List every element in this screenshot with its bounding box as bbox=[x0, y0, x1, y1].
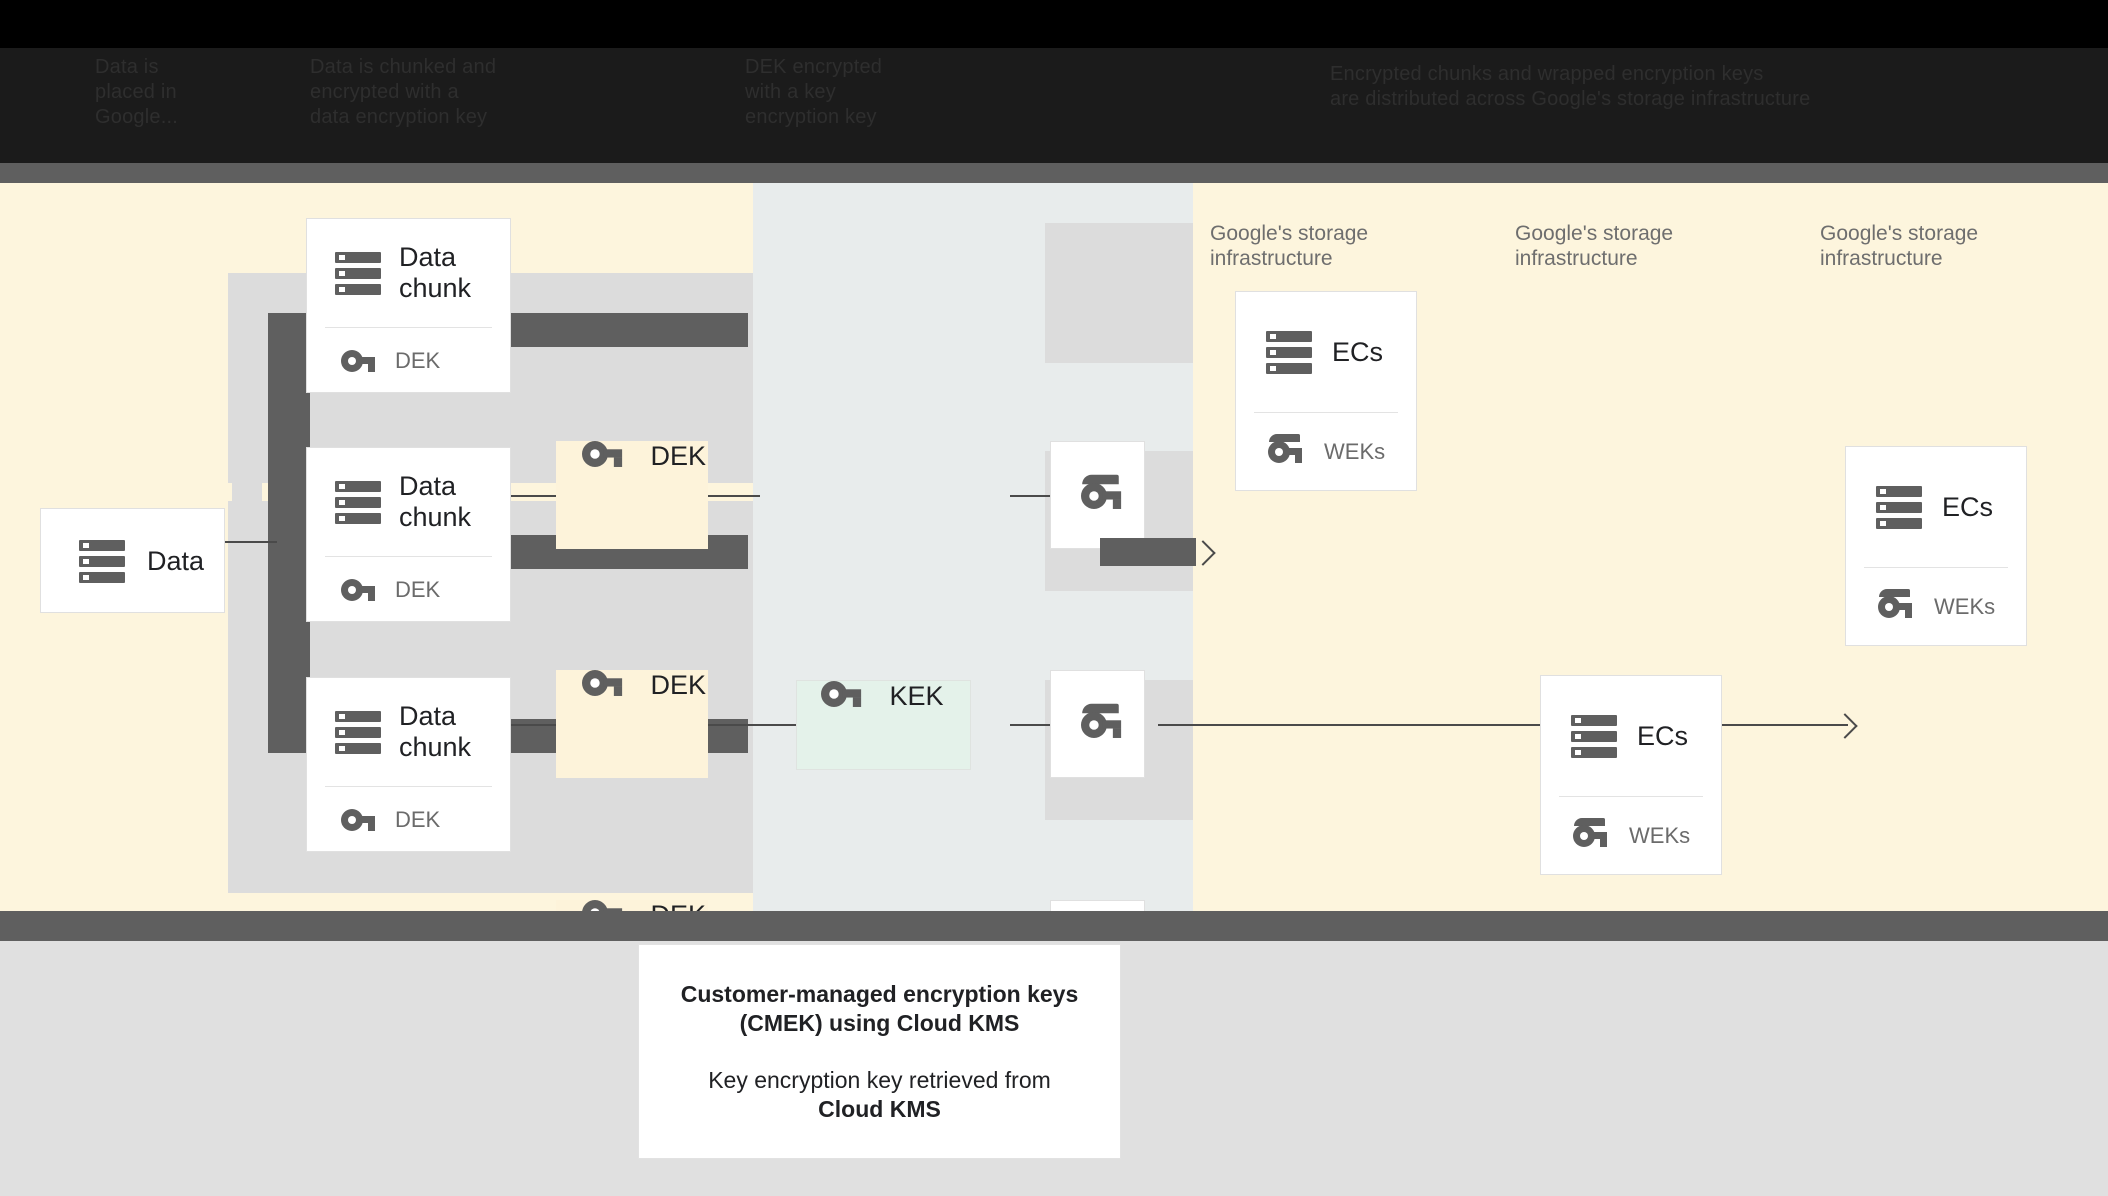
wrapped-key-icon bbox=[1573, 818, 1607, 847]
top-separator-bar bbox=[0, 163, 2108, 183]
wek-col-strip-1 bbox=[1045, 223, 1193, 363]
chunk-title-2: Data chunk bbox=[399, 471, 472, 532]
wire-chunk2-to-dek2 bbox=[511, 724, 556, 726]
kek-label: KEK bbox=[889, 681, 944, 711]
dek-label-1: DEK bbox=[650, 441, 706, 471]
source-col-strip bbox=[232, 483, 262, 703]
server-icon bbox=[335, 480, 381, 524]
dek-box-2[interactable]: DEK bbox=[556, 670, 708, 778]
arrowhead-row2 bbox=[1832, 713, 1858, 739]
ec-card-1[interactable]: ECs WEKs bbox=[1235, 291, 1417, 491]
top-annotation-chunk: Data is chunked and encrypted with a dat… bbox=[310, 56, 497, 128]
key-icon bbox=[341, 809, 375, 831]
wrapped-key-icon bbox=[1080, 703, 1121, 738]
data-chunk-card-1[interactable]: Data chunk DEK bbox=[306, 218, 511, 393]
data-chunk-card-3[interactable]: Data chunk DEK bbox=[306, 677, 511, 852]
top-annotation-data: Data is placed in Google... bbox=[95, 56, 178, 128]
key-icon bbox=[821, 681, 862, 707]
wire-dek2-to-kek bbox=[708, 724, 798, 726]
fan-connector-stem bbox=[268, 313, 310, 753]
caption-normal-bold: Cloud KMS bbox=[818, 1095, 941, 1122]
wrapped-key-card-2[interactable] bbox=[1050, 670, 1145, 778]
chunk-key-label-3: DEK bbox=[395, 807, 441, 832]
data-chunk-card-2[interactable]: Data chunk DEK bbox=[306, 447, 511, 622]
server-icon bbox=[335, 710, 381, 754]
wrapped-key-icon bbox=[1268, 434, 1302, 463]
key-icon bbox=[582, 441, 623, 467]
ec-title-1: ECs bbox=[1332, 336, 1384, 367]
caption-card: Customer-managed encryption keys (CMEK) … bbox=[638, 944, 1121, 1159]
server-icon bbox=[1571, 714, 1617, 758]
infra-label-3: Google's storage infrastructure bbox=[1820, 222, 1979, 270]
caption-normal-text: Key encryption key retrieved from bbox=[708, 1066, 1051, 1093]
wire-kek-to-wek2 bbox=[1010, 724, 1058, 726]
key-icon bbox=[341, 350, 375, 372]
top-annotation-band: Data is placed in Google... Data is chun… bbox=[0, 0, 2108, 163]
wire-to-wek1 bbox=[1010, 495, 1058, 497]
server-icon bbox=[1266, 330, 1312, 374]
divider bbox=[1864, 567, 2008, 568]
diagram-canvas: Data Data chunk DEK Data chunk bbox=[0, 183, 2108, 1008]
ec-title-2: ECs bbox=[1942, 491, 1994, 522]
caption-normal-line: Key encryption key retrieved from Cloud … bbox=[708, 1066, 1051, 1124]
chunk-title-1: Data chunk bbox=[399, 242, 472, 303]
wire-long-row2 bbox=[1158, 724, 1848, 726]
dek-label-2: DEK bbox=[650, 670, 706, 700]
wire-chunk1-to-dek1 bbox=[511, 495, 556, 497]
ec-title-3: ECs bbox=[1637, 720, 1689, 751]
wrapped-key-card-1[interactable] bbox=[1050, 441, 1145, 549]
ec-key-label-1: WEKs bbox=[1324, 439, 1386, 464]
thick-connector-row1 bbox=[1100, 538, 1196, 566]
top-annotation-kek: Encrypted chunks and wrapped encryption … bbox=[1330, 63, 1811, 110]
chunk-key-label-2: DEK bbox=[395, 577, 441, 602]
divider bbox=[1559, 796, 1703, 797]
server-icon bbox=[79, 540, 125, 583]
divider bbox=[325, 556, 492, 557]
key-icon bbox=[582, 670, 623, 696]
infra-label-2: Google's storage infrastructure bbox=[1515, 222, 1674, 270]
data-source-label: Data bbox=[147, 546, 205, 576]
divider bbox=[1254, 412, 1398, 413]
chunk-key-label-1: DEK bbox=[395, 348, 441, 373]
wrapped-key-icon bbox=[1080, 474, 1121, 509]
divider bbox=[325, 327, 492, 328]
caption-bold-line: Customer-managed encryption keys (CMEK) … bbox=[680, 980, 1079, 1036]
server-icon bbox=[335, 251, 381, 295]
kek-box[interactable]: KEK bbox=[796, 680, 971, 770]
key-icon bbox=[341, 579, 375, 601]
top-annotation-dek: DEK encrypted with a key encryption key bbox=[745, 56, 883, 128]
infra-label-1: Google's storage infrastructure bbox=[1210, 222, 1369, 270]
server-icon bbox=[1876, 485, 1922, 529]
ec-key-label-3: WEKs bbox=[1629, 823, 1691, 848]
top-annotation-inner bbox=[0, 48, 2108, 163]
ec-card-3[interactable]: ECs WEKs bbox=[1540, 675, 1722, 875]
wire-source-to-fan bbox=[225, 541, 277, 543]
wire-dek1-out bbox=[708, 495, 760, 497]
data-source-card[interactable]: Data bbox=[40, 508, 225, 613]
ec-key-label-2: WEKs bbox=[1934, 594, 1996, 619]
chunk-title-3: Data chunk bbox=[399, 701, 472, 762]
dek-box-1[interactable]: DEK bbox=[556, 441, 708, 549]
ec-card-2[interactable]: ECs WEKs bbox=[1845, 446, 2027, 646]
bottom-separator-bar bbox=[0, 911, 2108, 941]
wrapped-key-icon bbox=[1878, 589, 1912, 618]
divider bbox=[325, 786, 492, 787]
